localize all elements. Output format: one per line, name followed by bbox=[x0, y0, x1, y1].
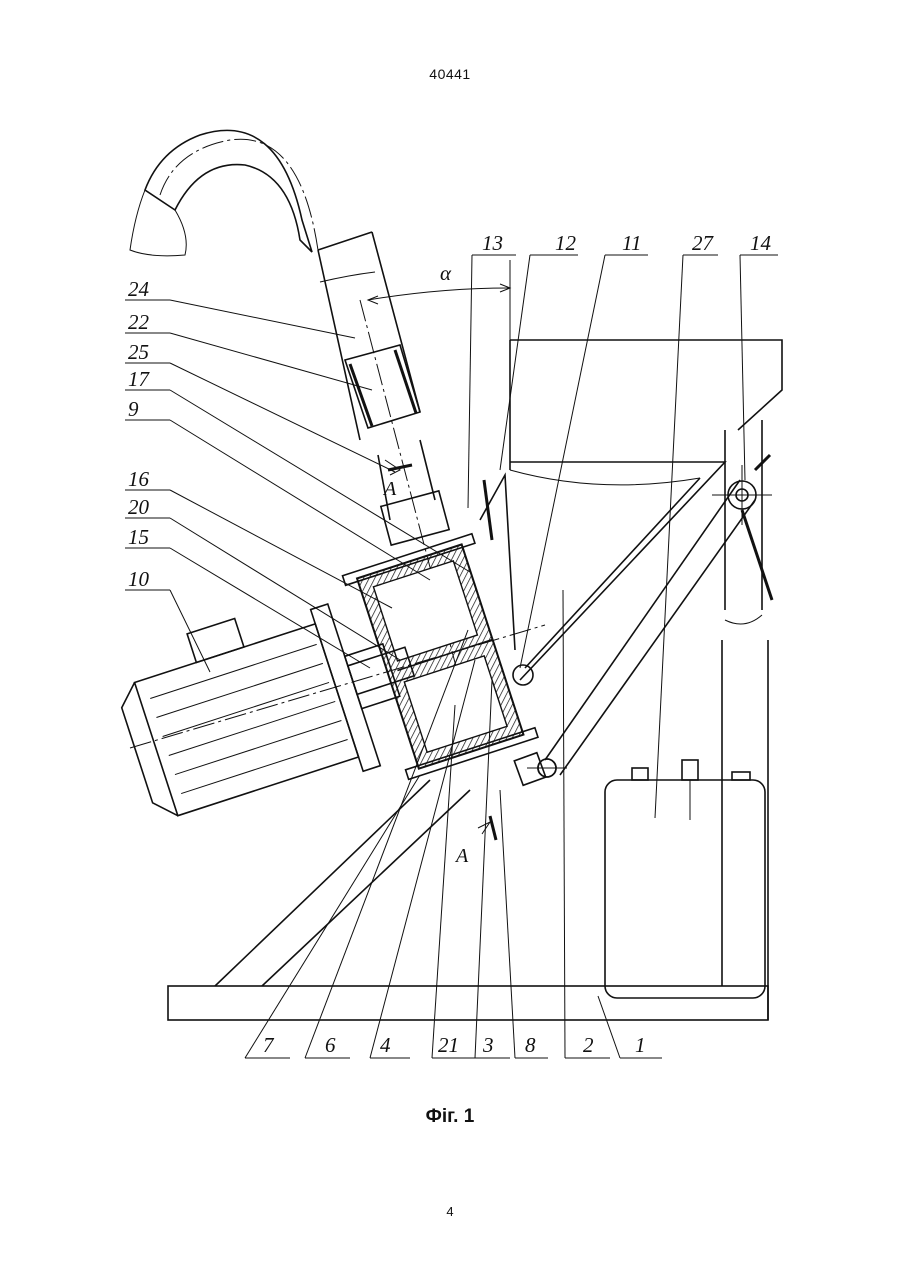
callout-24: 24 bbox=[128, 277, 150, 301]
section-label-bottom: A bbox=[454, 845, 469, 867]
callouts-bottom: 7 6 4 21 3 8 2 1 bbox=[263, 1033, 646, 1057]
callout-8: 8 bbox=[525, 1033, 536, 1057]
callout-7: 7 bbox=[263, 1033, 275, 1057]
hopper bbox=[510, 462, 725, 680]
callout-25: 25 bbox=[128, 340, 149, 364]
support-struts bbox=[215, 780, 470, 986]
callout-14: 14 bbox=[750, 231, 772, 255]
figure-caption: Фіг. 1 bbox=[0, 1106, 900, 1128]
callout-17: 17 bbox=[128, 367, 151, 391]
callout-15: 15 bbox=[128, 525, 149, 549]
callout-20: 20 bbox=[128, 495, 150, 519]
callout-2: 2 bbox=[583, 1033, 594, 1057]
frame-housing bbox=[510, 340, 782, 1020]
callout-21: 21 bbox=[438, 1033, 459, 1057]
callout-22: 22 bbox=[128, 310, 150, 334]
page-number: 4 bbox=[0, 1204, 900, 1219]
callouts-top: 13 12 11 27 14 bbox=[482, 231, 772, 255]
gooseneck-hose bbox=[130, 130, 420, 440]
callout-27: 27 bbox=[692, 231, 715, 255]
coupling-sleeve bbox=[345, 345, 420, 428]
callouts-left: 24 22 25 17 9 16 20 15 10 bbox=[128, 277, 151, 591]
callout-9: 9 bbox=[128, 397, 139, 421]
callout-4: 4 bbox=[380, 1033, 391, 1057]
pump-body bbox=[343, 534, 538, 780]
callout-16: 16 bbox=[128, 467, 150, 491]
callout-10: 10 bbox=[128, 567, 150, 591]
angle-alpha-label: α bbox=[440, 261, 452, 285]
section-marker-bottom: A bbox=[454, 816, 496, 867]
callout-11: 11 bbox=[622, 231, 641, 255]
callout-6: 6 bbox=[325, 1033, 336, 1057]
callout-1: 1 bbox=[635, 1033, 646, 1057]
base-plate bbox=[168, 986, 768, 1020]
patent-drawing: α A A bbox=[118, 108, 784, 1060]
document-number: 40441 bbox=[0, 66, 900, 82]
tank bbox=[605, 760, 765, 998]
callout-13: 13 bbox=[482, 231, 503, 255]
callout-3: 3 bbox=[482, 1033, 494, 1057]
callout-12: 12 bbox=[555, 231, 577, 255]
section-label-top: A bbox=[382, 478, 397, 500]
